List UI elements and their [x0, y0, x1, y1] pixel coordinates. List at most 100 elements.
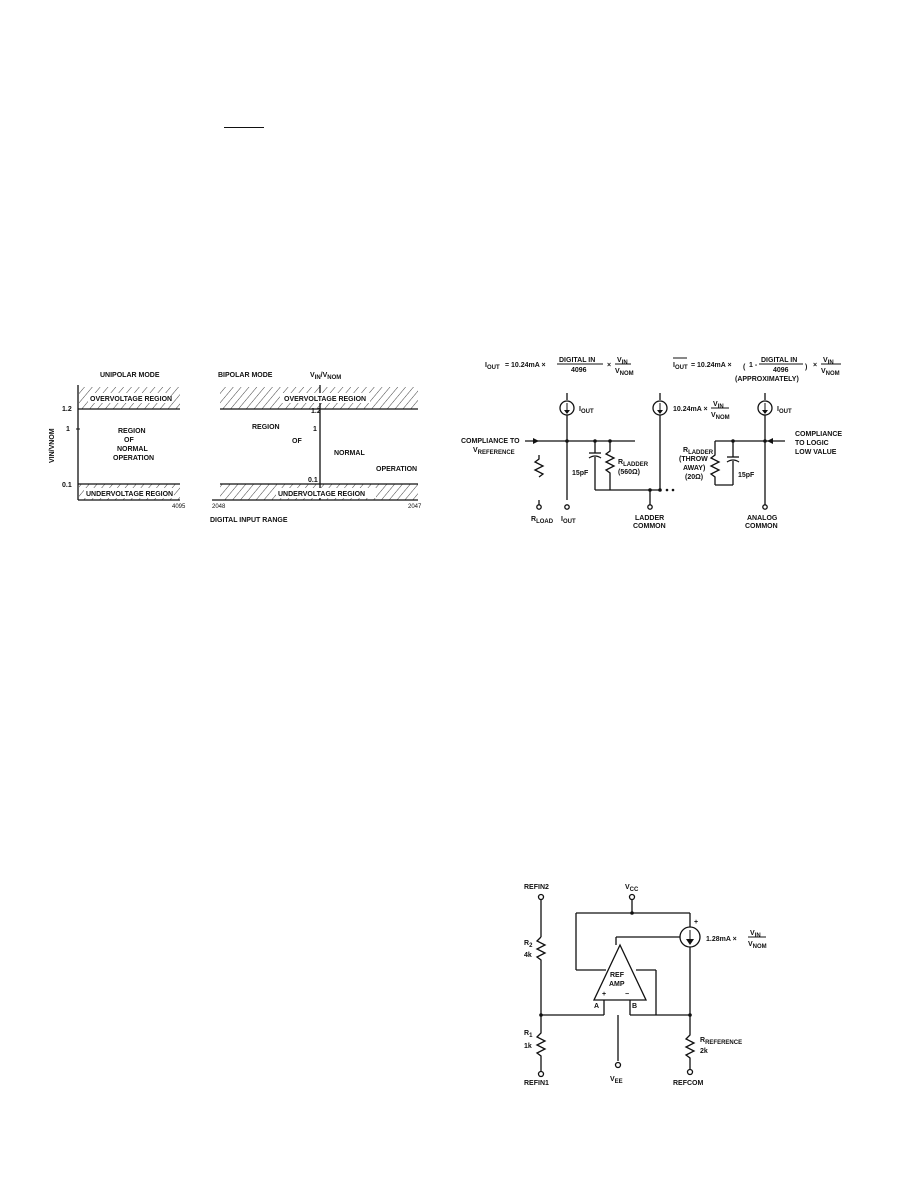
- svg-text:VIN: VIN: [713, 401, 724, 410]
- bipolar-mode-title: BIPOLAR MODE: [218, 372, 273, 379]
- svg-text:VNOM: VNOM: [615, 368, 634, 377]
- svg-text:R2: R2: [524, 940, 533, 949]
- svg-text:VREFERENCE: VREFERENCE: [473, 447, 515, 456]
- compliance-logic-label: TO LOGIC: [795, 440, 829, 447]
- iout-equation: IOUT = 10.24mA × DIGITAL IN 4096 × VIN V…: [485, 357, 634, 377]
- svg-text:RLADDER: RLADDER: [683, 447, 714, 456]
- compliance-logic-label: COMPLIANCE: [795, 431, 842, 438]
- svg-text:VIN: VIN: [750, 930, 761, 939]
- y-tick: 1: [313, 426, 317, 433]
- svg-text:2k: 2k: [700, 1048, 708, 1055]
- svg-text:(THROW: (THROW: [679, 456, 708, 463]
- normal-region-text: NORMAL: [117, 446, 148, 453]
- output-circuit-diagram: IOUT = 10.24mA × DIGITAL IN 4096 × VIN V…: [461, 357, 842, 530]
- refin2-label: REFIN2: [524, 884, 549, 891]
- compliance-logic-label: LOW VALUE: [795, 449, 837, 456]
- x-start-label: 2048: [212, 504, 226, 510]
- current-source-iout: IOUT: [559, 393, 594, 423]
- svg-text:VNOM: VNOM: [748, 941, 767, 950]
- svg-text:10.24mA ×: 10.24mA ×: [673, 406, 708, 413]
- svg-text:R1: R1: [524, 1030, 533, 1039]
- svg-text:IOUT: IOUT: [673, 362, 688, 371]
- normal-region-text: OF: [292, 438, 302, 445]
- svg-text:VIN: VIN: [617, 357, 628, 366]
- svg-text:−: −: [625, 991, 629, 998]
- svg-text:AWAY): AWAY): [683, 465, 705, 472]
- top-rule: [224, 127, 264, 128]
- ref-amp-label: AMP: [609, 981, 625, 988]
- y-tick: 0.1: [308, 477, 318, 484]
- normal-region-text: OF: [124, 437, 134, 444]
- y-tick: 1: [66, 426, 70, 433]
- pin-a-label: A: [594, 1003, 599, 1010]
- normal-region-text: REGION: [252, 424, 280, 431]
- cap-label: 15pF: [572, 470, 589, 477]
- current-source-iout-bar: IOUT: [757, 393, 792, 505]
- undervoltage-label: UNDERVOLTAGE REGION: [86, 491, 173, 498]
- normal-region-text: OPERATION: [113, 455, 154, 462]
- analog-common-label: ANALOG: [747, 515, 778, 522]
- iout-bar-equation: IOUT = 10.24mA × ( 1 - DIGITAL IN 4096 )…: [673, 357, 841, 383]
- plus-sign: +: [694, 919, 698, 926]
- svg-text:VNOM: VNOM: [821, 368, 840, 377]
- svg-text:= 10.24mA ×: = 10.24mA ×: [691, 362, 732, 369]
- x-end-label: 4095: [172, 504, 186, 510]
- svg-text:×: ×: [607, 362, 611, 369]
- svg-text:DIGITAL IN: DIGITAL IN: [559, 357, 595, 364]
- svg-text:DIGITAL IN: DIGITAL IN: [761, 357, 797, 364]
- ref-amp-triangle: [592, 943, 648, 1001]
- overvoltage-label: OVERVOLTAGE REGION: [90, 396, 172, 403]
- unipolar-panel: OVERVOLTAGE REGION UNDERVOLTAGE REGION R…: [49, 385, 186, 510]
- current-source-ratio: 10.24mA × VIN VNOM: [652, 393, 730, 490]
- unipolar-mode-title: UNIPOLAR MODE: [100, 372, 160, 379]
- svg-text:IOUT: IOUT: [777, 406, 792, 415]
- svg-text:IOUT: IOUT: [579, 406, 594, 415]
- svg-text:(20Ω): (20Ω): [685, 474, 703, 481]
- undervoltage-label-bipolar: UNDERVOLTAGE REGION: [278, 491, 365, 498]
- operating-region-chart: UNIPOLAR MODE BIPOLAR MODE VIN/VNOM OVER…: [49, 372, 422, 524]
- approximately-label: (APPROXIMATELY): [735, 376, 799, 383]
- y-tick: 1.2: [62, 406, 72, 413]
- reference-amp-diagram: REFIN2 R2 4k R1 1k REFIN1 VCC + 1.28mA ×…: [524, 884, 767, 1087]
- refin1-label: REFIN1: [524, 1080, 549, 1087]
- svg-text:4k: 4k: [524, 952, 532, 959]
- svg-text:VCC: VCC: [625, 884, 639, 893]
- svg-text:(560Ω): (560Ω): [618, 469, 640, 476]
- svg-text:4096: 4096: [571, 367, 587, 374]
- ladder-common-label: COMMON: [633, 523, 666, 530]
- y-tick: 0.1: [62, 482, 72, 489]
- refcom-label: REFCOM: [673, 1080, 704, 1087]
- x-axis-label: DIGITAL INPUT RANGE: [210, 517, 288, 524]
- normal-region-text: REGION: [118, 428, 146, 435]
- svg-text:IOUT: IOUT: [561, 516, 576, 525]
- svg-text:VNOM: VNOM: [711, 412, 730, 421]
- normal-region-text: NORMAL: [334, 450, 365, 457]
- svg-text:RLOAD: RLOAD: [531, 516, 554, 525]
- svg-text:= 10.24mA ×: = 10.24mA ×: [505, 362, 546, 369]
- compliance-vref-label: COMPLIANCE TO: [461, 438, 520, 445]
- y-axis-label: VIN/VNOM: [49, 428, 56, 463]
- cap-label: 15pF: [738, 472, 755, 479]
- ratio-label: VIN/VNOM: [310, 372, 341, 381]
- ref-amp-label: REF: [610, 972, 625, 979]
- svg-text:1 -: 1 -: [749, 362, 758, 369]
- svg-text:IOUT: IOUT: [485, 362, 500, 371]
- source-label: 1.28mA ×: [706, 936, 737, 943]
- normal-region-text: OPERATION: [376, 466, 417, 473]
- svg-text:4096: 4096: [773, 367, 789, 374]
- x-end-label: 2047: [408, 504, 422, 510]
- overvoltage-label-bipolar: OVERVOLTAGE REGION: [284, 396, 366, 403]
- ladder-common-label: LADDER: [635, 515, 664, 522]
- y-tick: 1.2: [311, 408, 321, 415]
- svg-text:×: ×: [813, 362, 817, 369]
- svg-text:RLADDER: RLADDER: [618, 459, 649, 468]
- svg-text:): ): [805, 364, 807, 371]
- svg-text:VIN: VIN: [823, 357, 834, 366]
- bipolar-panel: OVERVOLTAGE REGION UNDERVOLTAGE REGION 1…: [212, 385, 422, 510]
- svg-text:+: +: [602, 991, 606, 998]
- svg-text:(: (: [743, 364, 746, 371]
- analog-common-label: COMMON: [745, 523, 778, 530]
- svg-text:RREFERENCE: RREFERENCE: [700, 1037, 742, 1046]
- svg-text:1k: 1k: [524, 1043, 532, 1050]
- pin-b-label: B: [632, 1003, 637, 1010]
